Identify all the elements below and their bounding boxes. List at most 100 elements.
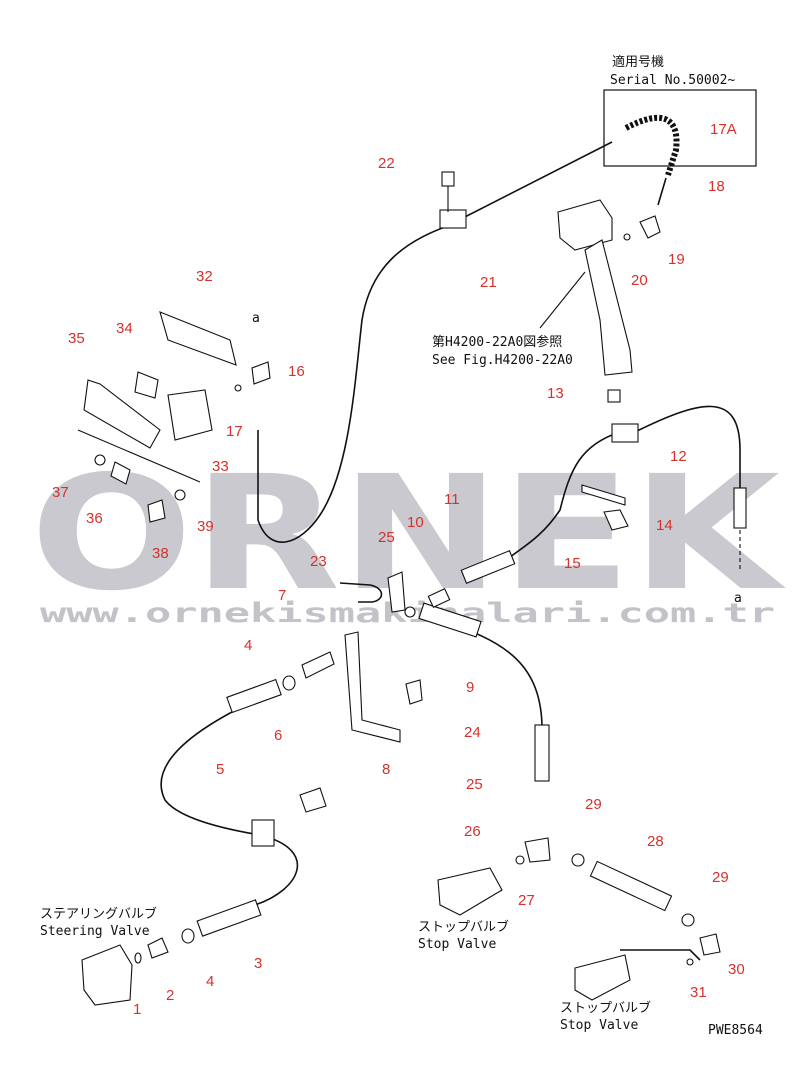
- fitting-right: [733, 487, 747, 529]
- hose-upper-left: [226, 678, 282, 714]
- tee-26: [524, 837, 551, 863]
- callout-9: 9: [466, 679, 474, 696]
- serial-number: Serial No.50002~: [610, 73, 735, 88]
- steering-valve-en: Steering Valve: [40, 924, 150, 939]
- pipe-middle: [499, 431, 621, 566]
- bolt-13: [607, 389, 621, 403]
- bolt-6: [299, 787, 327, 813]
- clip-29-lower: [681, 913, 695, 927]
- callout-12: 12: [670, 448, 687, 465]
- elbow-30: [699, 933, 721, 956]
- callout-13: 13: [547, 385, 564, 402]
- stop-valve-1: [437, 867, 503, 916]
- text-labels: 第H4200-22A0図参照 See Fig.H4200-22A0 ステアリング…: [40, 311, 763, 1038]
- seal-17: [234, 384, 242, 392]
- callout-10: 10: [407, 514, 424, 531]
- bolt-22-head: [441, 171, 455, 187]
- hose-24: [534, 724, 550, 782]
- switch-34: [134, 371, 159, 399]
- elbow-23: [339, 582, 383, 603]
- connector-mark-top: a: [252, 311, 260, 326]
- callout-29-upper: 29: [585, 796, 602, 813]
- callout-34: 34: [116, 320, 133, 337]
- tee-16: [251, 361, 271, 385]
- callout-32: 32: [196, 268, 213, 285]
- steering-valve-body: [81, 944, 133, 1006]
- applicability-box: [603, 89, 757, 167]
- callout-22: 22: [378, 155, 395, 172]
- callout-23: 23: [310, 553, 327, 570]
- components: [77, 171, 721, 1006]
- stop-valve-2-jp: ストップバルブ: [560, 1000, 651, 1016]
- callout-4-upper: 4: [244, 637, 252, 654]
- callout-25-lower: 25: [466, 776, 483, 793]
- stop-valve-2-en: Stop Valve: [560, 1018, 638, 1033]
- connector-mark-bottom: a: [734, 591, 742, 606]
- callout-14: 14: [656, 517, 673, 534]
- bolt-15: [603, 509, 629, 531]
- seal-4-upper: [282, 675, 296, 691]
- leader-17a: [454, 141, 613, 223]
- seal-27: [515, 855, 525, 865]
- clamp-5: [251, 819, 275, 847]
- callout-8: 8: [382, 761, 390, 778]
- seal-31: [686, 958, 694, 966]
- pipelines: [160, 114, 747, 961]
- callout-1: 1: [133, 1001, 141, 1018]
- callout-4-lower: 4: [206, 973, 214, 990]
- block-33: [167, 389, 213, 441]
- pipe-31: [620, 949, 701, 961]
- ref-fig-jp: 第H4200-22A0図参照: [432, 334, 562, 350]
- callout-26: 26: [464, 823, 481, 840]
- callout-17: 17: [226, 423, 243, 440]
- console-panel: [584, 239, 633, 376]
- pipe-24: [439, 619, 543, 726]
- callout-21: 21: [480, 274, 497, 291]
- callout-24: 24: [464, 724, 481, 741]
- washer-39: [174, 489, 186, 501]
- hose-3: [196, 899, 262, 937]
- bracket-14: [581, 484, 626, 506]
- callout-6: 6: [274, 727, 282, 744]
- pipe-steering-loop: [160, 711, 299, 906]
- clip-29-upper: [571, 853, 585, 867]
- callout-33: 33: [212, 458, 229, 475]
- callout-17a: 17A: [710, 121, 737, 138]
- stop-valve-1-en: Stop Valve: [418, 937, 496, 952]
- hose-11: [460, 550, 516, 584]
- callout-20: 20: [631, 272, 648, 289]
- valve-32: [159, 311, 237, 366]
- callout-35: 35: [68, 330, 85, 347]
- stop-valve-1-jp: ストップバルブ: [418, 919, 509, 935]
- ref-arrow: [539, 271, 586, 329]
- callout-15: 15: [564, 555, 581, 572]
- drawing-code: PWE8564: [708, 1023, 763, 1038]
- watermark: ORNEK www.ornekismakinalari.com.tr: [30, 442, 787, 629]
- callout-29-lower: 29: [712, 869, 729, 886]
- callout-28: 28: [647, 833, 664, 850]
- applicability-note: 適用号機 Serial No.50002~: [603, 54, 757, 167]
- bolt-38: [147, 499, 166, 523]
- callout-30: 30: [728, 961, 745, 978]
- callout-19: 19: [668, 251, 685, 268]
- leader-bracket-35: [77, 429, 201, 483]
- callout-16: 16: [288, 363, 305, 380]
- callout-3: 3: [254, 955, 262, 972]
- pipe-main-left: [257, 221, 461, 543]
- callout-36: 36: [86, 510, 103, 527]
- adapter-2: [147, 937, 169, 959]
- callout-11: 11: [444, 491, 460, 508]
- callout-25-upper: 25: [378, 529, 395, 546]
- callout-37: 37: [52, 484, 69, 501]
- callout-39: 39: [197, 518, 214, 535]
- washer-37: [94, 454, 106, 466]
- fitting-10: [427, 588, 451, 608]
- watermark-brand: ORNEK: [30, 442, 787, 626]
- hose-18: [657, 177, 667, 206]
- hose-28: [589, 860, 673, 912]
- seal-1: [134, 952, 142, 964]
- clamp-21: [439, 209, 467, 229]
- bolt-9: [405, 679, 423, 705]
- callout-2: 2: [166, 987, 174, 1004]
